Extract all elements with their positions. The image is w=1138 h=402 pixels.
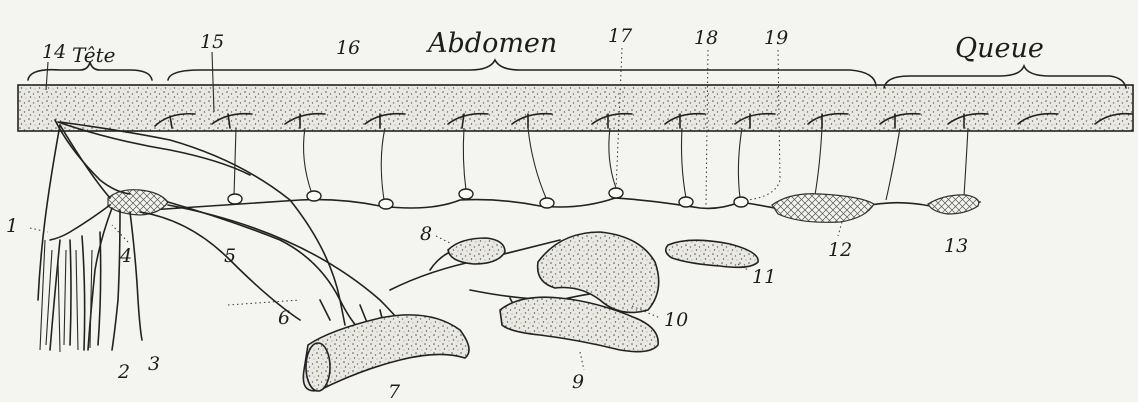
sympathetic-ganglia: [228, 188, 748, 209]
rami-communicantes: [234, 128, 968, 200]
plexus-12: [772, 194, 874, 223]
label-10: 10: [664, 309, 688, 331]
region-head-label: Tête: [72, 43, 116, 67]
label-18: 18: [694, 27, 718, 49]
label-6: 6: [278, 307, 290, 329]
spinal-cord-bar: [18, 85, 1133, 131]
abdomen-brace: [168, 60, 876, 86]
label-5: 5: [224, 245, 236, 267]
label-2: 2: [117, 361, 130, 383]
label-12: 12: [828, 239, 852, 261]
label-4: 4: [119, 245, 132, 267]
label-14: 14: [42, 41, 66, 63]
label-9: 9: [572, 371, 584, 393]
organ-7-end: [306, 343, 330, 391]
label-13: 13: [944, 235, 968, 257]
region-abdomen-label: Abdomen: [425, 28, 557, 59]
label-1: 1: [6, 215, 18, 237]
label-15: 15: [200, 31, 224, 53]
organ-11: [666, 240, 758, 267]
region-tail-label: Queue: [955, 33, 1044, 64]
label-8: 8: [420, 223, 432, 245]
plexus-13: [928, 195, 979, 214]
label-11: 11: [752, 266, 776, 288]
label-17: 17: [608, 25, 633, 47]
label-7: 7: [388, 381, 401, 402]
organ-8: [448, 238, 505, 264]
label-3: 3: [148, 353, 160, 375]
label-16: 16: [336, 37, 360, 59]
label-19: 19: [764, 27, 788, 49]
plexus-4: [108, 190, 168, 215]
